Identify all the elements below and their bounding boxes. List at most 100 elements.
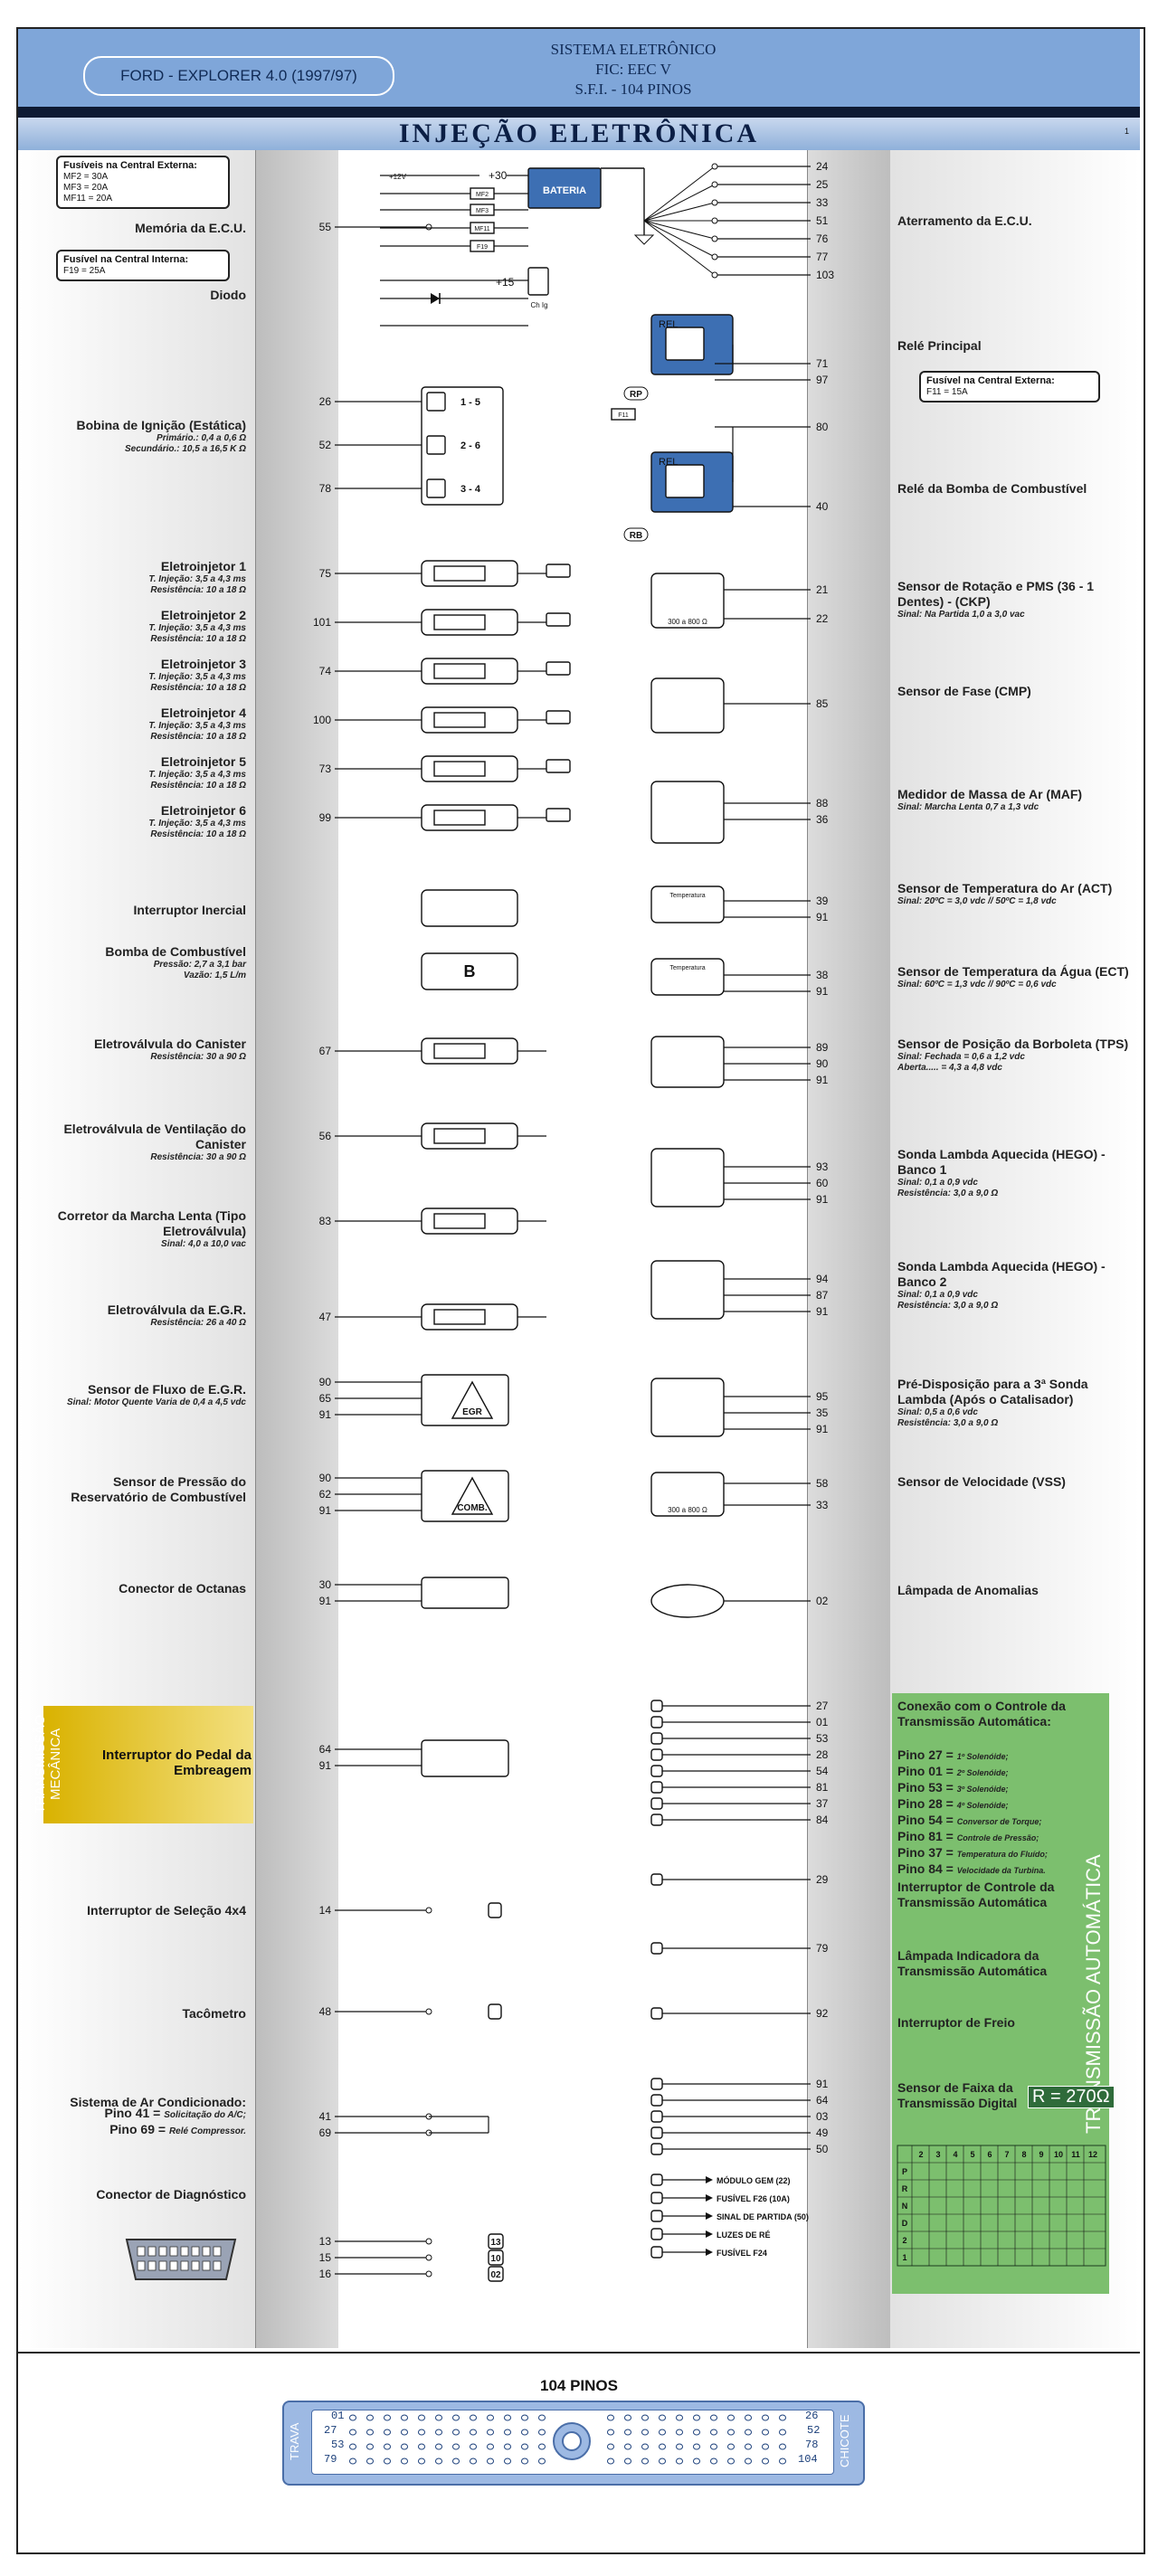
ecu-pin-number: 38 — [816, 969, 829, 981]
component-name: Corretor da Marcha Lenta (Tipo Eletrovál… — [57, 1208, 246, 1238]
injector-resistor-icon — [433, 712, 486, 728]
octane-connector-icon — [421, 1577, 509, 1609]
tps-sensor-icon — [650, 1036, 725, 1088]
connector-terminal-icon — [650, 2078, 663, 2090]
arrow-icon — [706, 2230, 713, 2238]
connector-pin-icon — [418, 2458, 425, 2465]
ecu-pin-number: 02 — [816, 1595, 829, 1607]
battery-icon — [527, 167, 602, 209]
obd-pin-icon — [137, 2260, 146, 2271]
connector-terminal-icon — [650, 1942, 663, 1955]
ecu-pin-number: 53 — [816, 1732, 829, 1745]
auto-pin-line: Pino 84 = Velocidade da Turbina. — [897, 1861, 1078, 1879]
connector-harness-tag: CHICOTE — [838, 2414, 851, 2468]
auto-component-label: Lâmpada Indicadora da Transmissão Automá… — [897, 1948, 1048, 1978]
rb-label: RB — [630, 531, 642, 541]
range-col-header: 11 — [1071, 2150, 1080, 2159]
connector-pin-icon — [425, 2270, 432, 2278]
range-col-header: 6 — [987, 2150, 992, 2159]
ground-icon — [633, 234, 655, 245]
connector-terminal-icon — [650, 1814, 663, 1826]
connector-pin-icon — [693, 2429, 700, 2436]
component-spec: Resistência: 10 a 18 Ω — [150, 829, 246, 839]
ecu-pin-number: 65 — [319, 1392, 332, 1405]
component-spec: Sinal: Na Partida 1,0 a 3,0 vac — [897, 610, 1025, 620]
ecu-pin-number: 91 — [816, 1305, 829, 1318]
connector-pin-icon — [538, 2414, 546, 2421]
ecu-pin-number: 39 — [816, 895, 829, 907]
ecu-pin-number: 13 — [319, 2235, 332, 2248]
terminal-15-label: +15 — [496, 276, 515, 289]
schematic-area — [338, 150, 807, 2348]
connector-terminal-icon — [650, 2228, 663, 2240]
diag-terminal-number: 13 — [490, 2238, 501, 2248]
connector-pin-icon — [727, 2414, 735, 2421]
ecu-pin-number: 91 — [816, 1074, 829, 1086]
connector-pin-icon — [538, 2458, 546, 2465]
ecu-pin-number: 21 — [816, 583, 829, 596]
component-spec: Secundário.: 10,5 a 16,5 K Ω — [125, 444, 246, 454]
obd-pin-icon — [191, 2246, 200, 2257]
ecu-pin-number: 79 — [816, 1942, 829, 1955]
connector-pin-icon — [487, 2429, 494, 2436]
component-spec: Sinal: 4,0 a 10,0 vac — [161, 1239, 246, 1249]
component-label-cmp: Sensor de Fase (CMP) — [897, 684, 1133, 699]
connector-pin-icon — [349, 2414, 356, 2421]
component-label-4x4: Interruptor de Seleção 4x4 — [87, 1903, 246, 1918]
lambda-sensor-icon-2 — [650, 1260, 725, 1320]
ecu-pin-number: 29 — [816, 1873, 829, 1886]
ecu-pin-number: 91 — [816, 1423, 829, 1435]
component-name: Eletroválvula da E.G.R. — [107, 1302, 246, 1317]
connector-pin-icon — [727, 2429, 735, 2436]
component-spec: Sinal: Motor Quente Varia de 0,4 a 4,5 v… — [66, 1397, 246, 1407]
connector-pin-icon — [676, 2458, 683, 2465]
auto-pin-line: Pino 27 = 1º Solenóide; — [897, 1747, 1078, 1765]
component-label-maf: Medidor de Massa de Ar (MAF)Sinal: March… — [897, 787, 1133, 813]
connector-terminal-icon — [650, 2094, 663, 2107]
fuse-box-title: Fusível na Central Externa: — [926, 375, 1055, 386]
maf-sensor-icon — [650, 781, 725, 844]
connector-pin-icon — [435, 2414, 442, 2421]
component-spec: Resistência: 10 a 18 Ω — [150, 683, 246, 693]
component-spec: Resistência: 10 a 18 Ω — [150, 732, 246, 742]
auto-pin-desc: 3º Solenóide; — [956, 1785, 1009, 1794]
ecu-pin-number: 60 — [816, 1177, 829, 1189]
valve-resistor-icon — [433, 1213, 486, 1229]
range-table-grid — [897, 2145, 1106, 2267]
connector-pin-icon — [624, 2443, 631, 2450]
wire — [643, 220, 716, 258]
connector-pin-icon — [435, 2429, 442, 2436]
ecu-pin-number: 16 — [319, 2268, 332, 2280]
connector-pin-icon — [521, 2458, 528, 2465]
connector-terminal-icon — [650, 1873, 663, 1886]
range-col-header: 7 — [1004, 2150, 1009, 2159]
connector-pin-icon — [710, 2443, 717, 2450]
ecu-pin-number: 97 — [816, 374, 829, 386]
fuse-line: F19 = 25A — [63, 266, 106, 276]
ecu-pin-number: 74 — [319, 665, 332, 677]
connector-pin-icon — [659, 2458, 666, 2465]
injector-resistor-icon — [433, 761, 486, 777]
fuse-box-external-right: Fusível na Central Externa: F11 = 15A — [919, 371, 1100, 402]
arrow-icon — [706, 2212, 713, 2220]
obd-pin-icon — [169, 2260, 178, 2271]
connector-terminal-icon — [650, 2007, 663, 2020]
component-spec: T. Injeção: 3,5 a 4,3 ms — [148, 819, 246, 829]
connector-pin-icon — [762, 2458, 769, 2465]
comb-block-label: COMB. — [457, 1503, 488, 1513]
ecu-pin-number: 94 — [816, 1273, 829, 1285]
connector-pin-icon — [418, 2414, 425, 2421]
component-spec: T. Injeção: 3,5 a 4,3 ms — [148, 672, 246, 682]
connector-terminal-icon — [650, 2246, 663, 2259]
fuse-line: MF11 = 20A — [63, 194, 113, 204]
ignition-label: Ch Ig — [530, 301, 547, 309]
connector-pin-icon — [711, 181, 718, 188]
inertial-switch-icon — [421, 889, 518, 927]
page-number: 1 — [1124, 127, 1129, 136]
injector-resistor-icon — [433, 810, 486, 826]
range-col-header: 10 — [1054, 2150, 1063, 2159]
connector-pin-icon — [349, 2443, 356, 2450]
